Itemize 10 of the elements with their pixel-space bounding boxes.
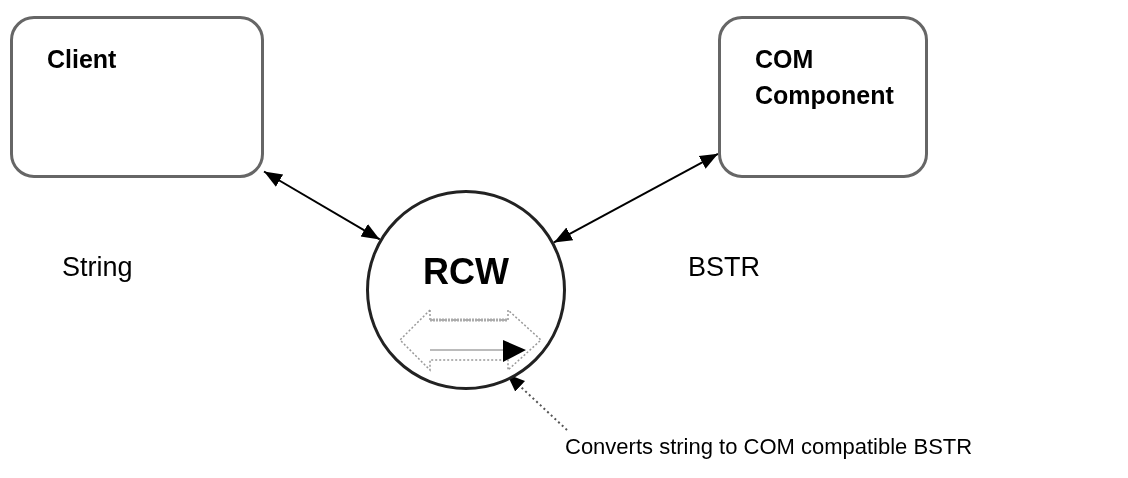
- data-type-label: String: [62, 252, 133, 283]
- node-title: RCW: [422, 251, 510, 293]
- double-arrow: [552, 152, 719, 244]
- data-type-label: BSTR: [688, 252, 760, 283]
- node-label: Client: [47, 44, 118, 75]
- caption-text: Converts string to COM compatible BSTR: [565, 434, 985, 464]
- node-label: COM Component: [755, 44, 895, 111]
- process-box: [10, 16, 264, 178]
- double-arrow: [263, 170, 381, 241]
- process-box: [718, 16, 928, 178]
